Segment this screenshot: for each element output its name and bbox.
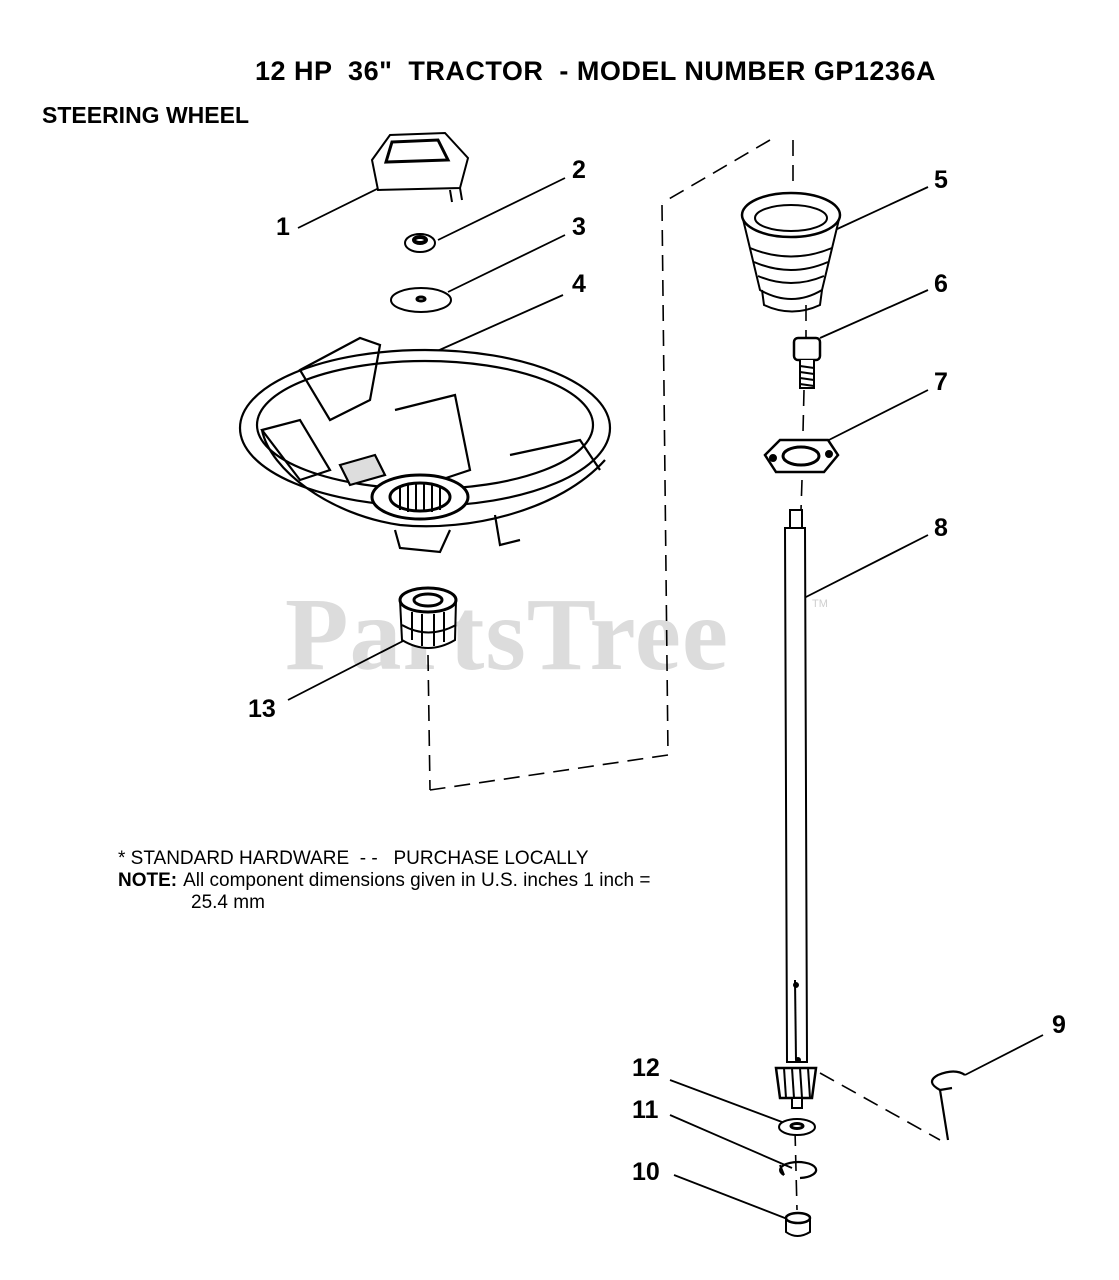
- steering-wheel-icon: [238, 336, 612, 554]
- steering-cap-icon: [370, 131, 470, 203]
- boot-icon: [740, 191, 842, 313]
- callout-6: 6: [934, 270, 948, 298]
- assembly-dashed-lines: [427, 139, 941, 1211]
- cotter-pin-icon: [930, 1070, 966, 1141]
- callout-11: 11: [632, 1096, 659, 1124]
- note-text: All component dimensions given in U.S. i…: [183, 870, 651, 891]
- bolt-icon: [792, 336, 822, 389]
- callout-8: 8: [934, 514, 948, 542]
- callout-7: 7: [934, 368, 948, 396]
- bushing-icon: [784, 1211, 812, 1237]
- callout-9: 9: [1052, 1011, 1066, 1039]
- callout-5: 5: [934, 166, 948, 194]
- section-title: STEERING WHEEL: [42, 102, 250, 128]
- shaft-washer-icon: [778, 1118, 816, 1136]
- watermark-trademark: TM: [812, 598, 828, 610]
- callout-10: 10: [632, 1158, 660, 1186]
- steering-shaft-icon: [774, 509, 818, 1109]
- flange-bearing-icon: [763, 438, 840, 474]
- note-label: NOTE:: [118, 870, 178, 891]
- callout-2: 2: [572, 156, 586, 184]
- callout-1: 1: [276, 213, 290, 241]
- note-text-continued: 25.4 mm: [191, 892, 265, 913]
- callout-3: 3: [572, 213, 586, 241]
- notes-block: * STANDARD HARDWARE - - PURCHASE LOCALLY…: [118, 848, 650, 914]
- standard-hardware-note: * STANDARD HARDWARE - - PURCHASE LOCALLY: [118, 848, 589, 869]
- washer-icon: [390, 287, 452, 313]
- note-line: NOTE: All component dimensions given in …: [118, 870, 650, 892]
- nut-icon: [404, 233, 436, 253]
- callout-13: 13: [248, 695, 276, 723]
- snap-ring-icon: [779, 1160, 818, 1180]
- callout-4: 4: [572, 270, 586, 298]
- page-title: 12 HP 36" TRACTOR - MODEL NUMBER GP1236A: [255, 56, 936, 86]
- callout-12: 12: [632, 1054, 660, 1082]
- watermark: PartsTree: [285, 577, 730, 692]
- leader-lines: [287, 177, 1044, 1221]
- adapter-icon: [398, 586, 458, 649]
